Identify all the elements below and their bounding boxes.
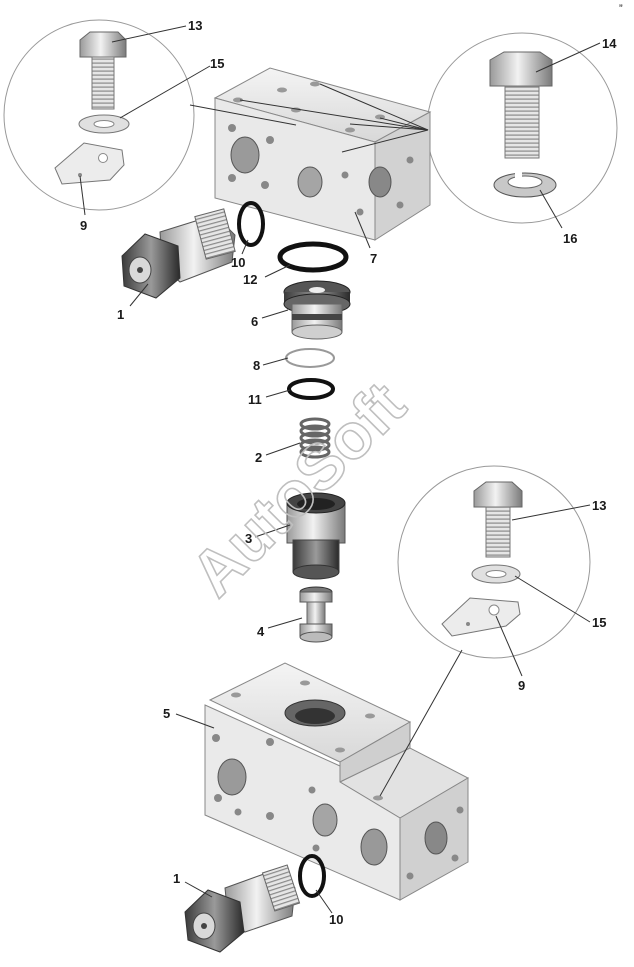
sleeve-3 bbox=[286, 492, 346, 580]
o-ring-10-lower-icon bbox=[298, 854, 326, 898]
bolt-14-icon bbox=[489, 51, 553, 159]
callout-10-upper: 10 bbox=[231, 255, 245, 270]
callout-5: 5 bbox=[163, 706, 170, 721]
valve-body-7 bbox=[213, 67, 432, 241]
relief-valve-1-upper bbox=[121, 208, 236, 299]
plate-9-icon bbox=[54, 142, 125, 185]
valve-body-5 bbox=[204, 662, 470, 901]
detail-circle-bolt-washer-plate-lower bbox=[397, 465, 591, 659]
callout-14: 14 bbox=[602, 36, 617, 51]
callout-8: 8 bbox=[253, 358, 260, 373]
callout-13-lower: 13 bbox=[592, 498, 606, 513]
callout-12: 12 bbox=[243, 272, 257, 287]
o-ring-11-icon bbox=[287, 378, 335, 400]
bolt-13-lower-icon bbox=[473, 481, 523, 558]
o-ring-12-icon bbox=[277, 241, 349, 273]
callout-15-lower: 15 bbox=[592, 615, 606, 630]
piston-6 bbox=[283, 280, 351, 340]
leader-lines bbox=[79, 25, 601, 914]
corner-mark: ” bbox=[619, 3, 623, 15]
callout-10-lower: 10 bbox=[329, 912, 343, 927]
callout-6: 6 bbox=[251, 314, 258, 329]
callout-4: 4 bbox=[257, 624, 265, 639]
callout-9-lower: 9 bbox=[518, 678, 525, 693]
callout-1-lower: 1 bbox=[173, 871, 180, 886]
callout-15-top: 15 bbox=[210, 56, 224, 71]
relief-valve-1-lower bbox=[184, 864, 301, 953]
valve-4 bbox=[299, 586, 333, 643]
callout-7: 7 bbox=[370, 251, 377, 266]
spring-2-icon bbox=[299, 417, 331, 459]
callout-3: 3 bbox=[245, 531, 252, 546]
bolt-13-icon bbox=[79, 31, 127, 110]
detail-circle-bolt-lockwasher bbox=[426, 32, 618, 224]
callout-1-upper: 1 bbox=[117, 307, 124, 322]
callout-labels: 13 15 9 14 16 7 10 12 1 6 8 11 2 3 4 13 … bbox=[80, 18, 617, 927]
detail-circle-bolt-washer-plate bbox=[3, 19, 195, 211]
ring-8-icon bbox=[285, 348, 335, 368]
callout-16: 16 bbox=[563, 231, 577, 246]
callout-2: 2 bbox=[255, 450, 262, 465]
callout-11: 11 bbox=[248, 392, 262, 407]
callout-13-top: 13 bbox=[188, 18, 202, 33]
o-ring-10-upper-icon bbox=[237, 201, 265, 247]
callout-9-top: 9 bbox=[80, 218, 87, 233]
